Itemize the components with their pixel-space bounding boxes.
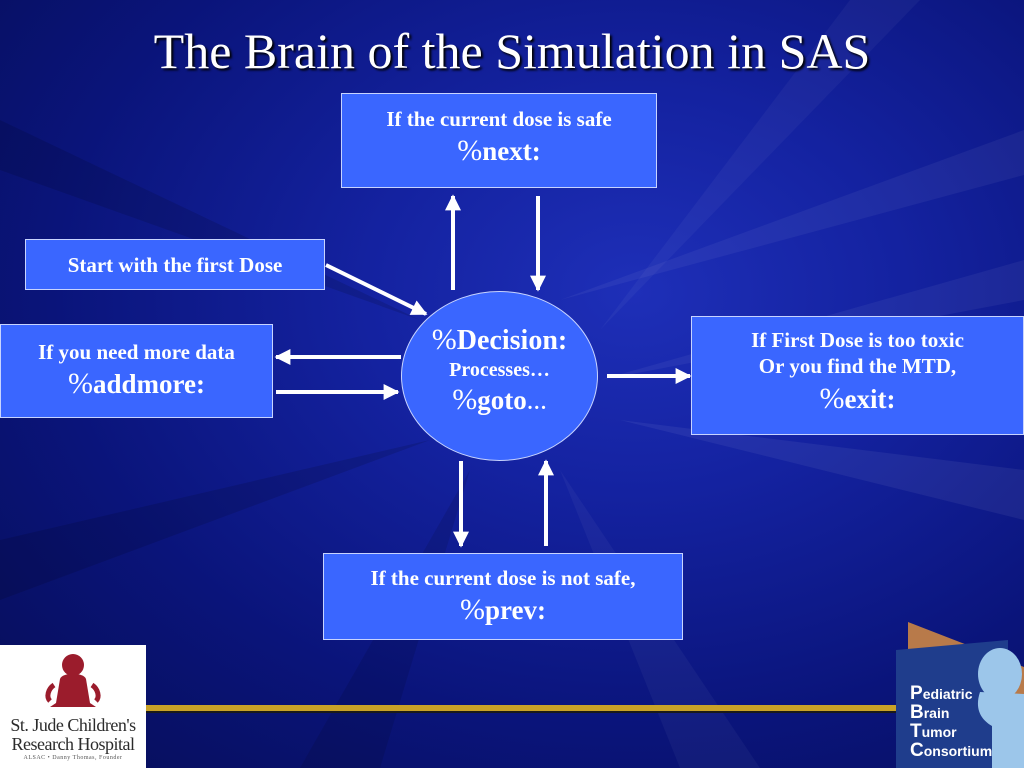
exit-box-label: %exit: [819,381,896,415]
decision-node: %Decision: Processes… %goto… [401,291,598,461]
pbtc-word-4: Consortium [910,740,993,761]
arrow-start-to-decision [325,263,428,316]
st-jude-name-line2: Research Hospital [11,734,135,754]
decision-label: %Decision: [431,323,568,356]
exit-box: If First Dose is too toxic Or you find t… [691,316,1024,435]
pbtc-word-1: Pediatric [910,683,973,704]
slide-title: The Brain of the Simulation in SAS [153,23,871,79]
st-jude-name-line1: St. Jude Children's [10,715,136,735]
next-box-condition: If the current dose is safe [386,107,612,131]
addmore-box-label: %addmore: [68,367,205,401]
addmore-box: If you need more data %addmore: [0,324,273,418]
st-jude-child-icon [45,654,101,707]
addmore-box-condition: If you need more data [38,340,235,364]
st-jude-logo: St. Jude Children's Research Hospital AL… [0,645,146,768]
footer-dark-bar [146,711,898,713]
pbtc-word-3: Tumor [910,721,957,742]
exit-box-condition-2: Or you find the MTD, [758,354,957,379]
st-jude-tagline: ALSAC • Danny Thomas, Founder [23,755,123,761]
footer-gold-bar [146,705,898,711]
pbtc-word-2: Brain [910,702,950,723]
decision-goto: %goto… [452,383,547,416]
decision-processes: Processes… [449,359,550,381]
exit-box-condition-1: If First Dose is too toxic [751,328,964,352]
start-box-text: Start with the first Dose [67,253,283,277]
prev-box-condition: If the current dose is not safe, [370,566,636,590]
prev-box: If the current dose is not safe, %prev: [323,553,683,640]
next-box-label: %next: [457,134,541,168]
prev-box-label: %prev: [460,593,546,627]
next-box: If the current dose is safe %next: [341,93,657,188]
pbtc-logo [896,622,1024,768]
start-box: Start with the first Dose [25,239,325,290]
